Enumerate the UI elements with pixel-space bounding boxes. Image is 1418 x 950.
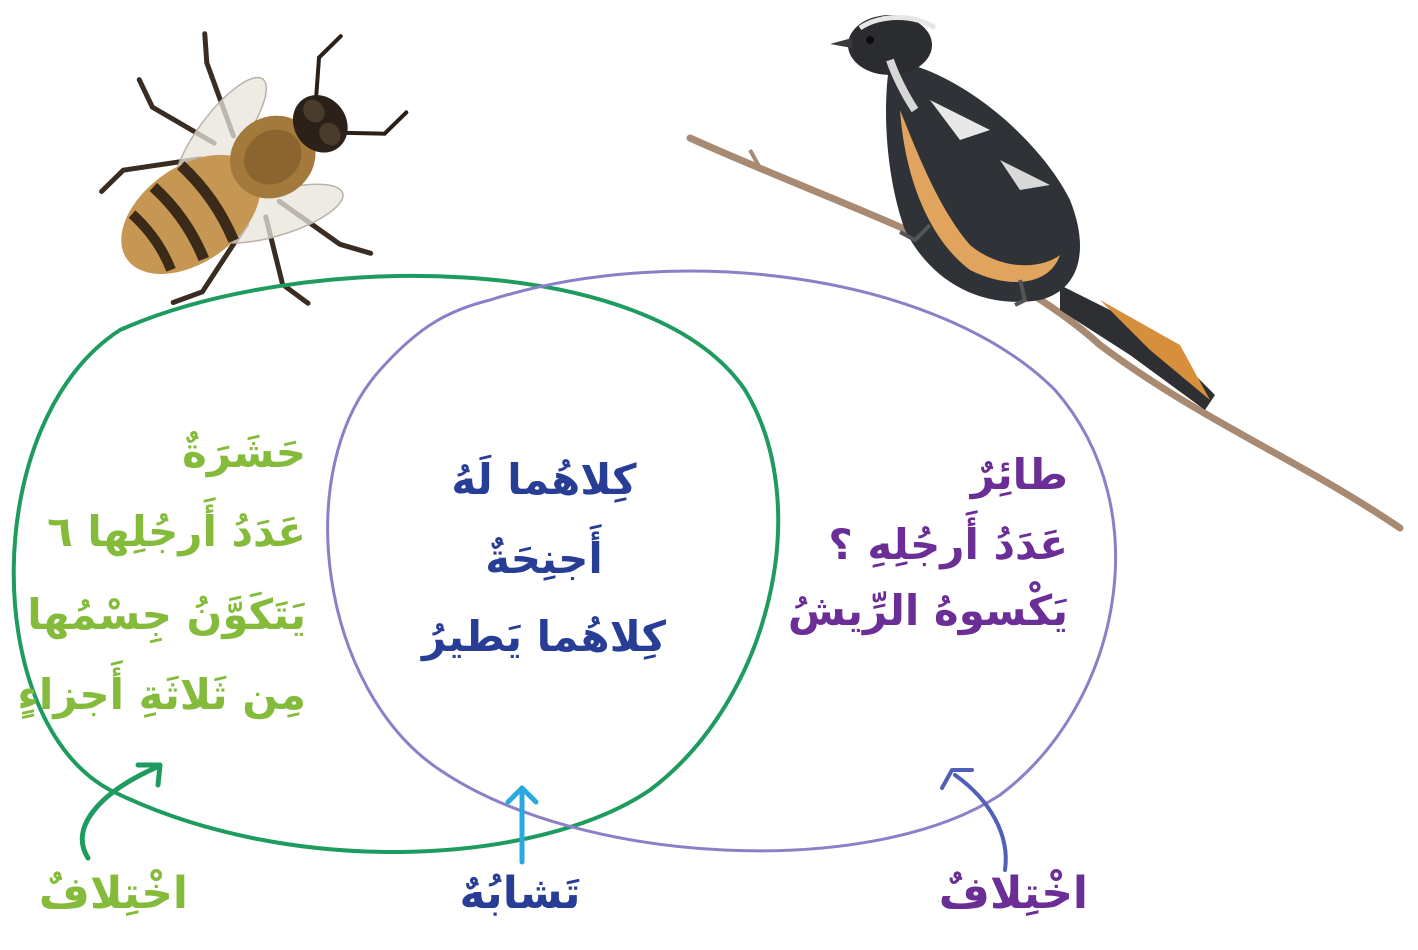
insect-difference-arrow — [79, 762, 163, 861]
similarity-wings: كِلاهُما لَهُ — [451, 455, 637, 504]
insect-set-circle — [11, 274, 781, 855]
insect-set-title: حَشَرَةٌ — [182, 428, 306, 477]
similarity-wings-noun: أَجنِحَةٌ — [485, 534, 603, 583]
bird-feathers: يَكْسوهُ الرِّيشُ — [787, 586, 1068, 635]
caption-insect-difference: اخْتِلافٌ — [38, 868, 188, 919]
bird-legs-count: عَدَدُ أَرجُلِهِ ؟ — [828, 520, 1068, 569]
insect-legs-count: عَدَدُ أَرجُلِها ٦ — [47, 507, 306, 556]
bee-icon — [99, 31, 409, 306]
insect-body-parts-line2: مِن ثَلاثَةِ أَجزاءٍ — [17, 670, 306, 719]
caption-similarity: تَشابُهٌ — [459, 868, 581, 919]
bird-set-circle — [326, 269, 1118, 853]
bird-icon — [686, 15, 1404, 532]
caption-bird-difference: اخْتِلافٌ — [938, 868, 1088, 919]
insect-body-parts-line1: يَتَكَوَّنُ جِسْمُها — [27, 590, 306, 639]
similarity-flies: كِلاهُما يَطيرُ — [422, 612, 666, 661]
similarity-arrow — [505, 785, 539, 865]
bird-set-title: طائِرٌ — [970, 450, 1068, 499]
bird-difference-arrow — [940, 768, 1008, 872]
